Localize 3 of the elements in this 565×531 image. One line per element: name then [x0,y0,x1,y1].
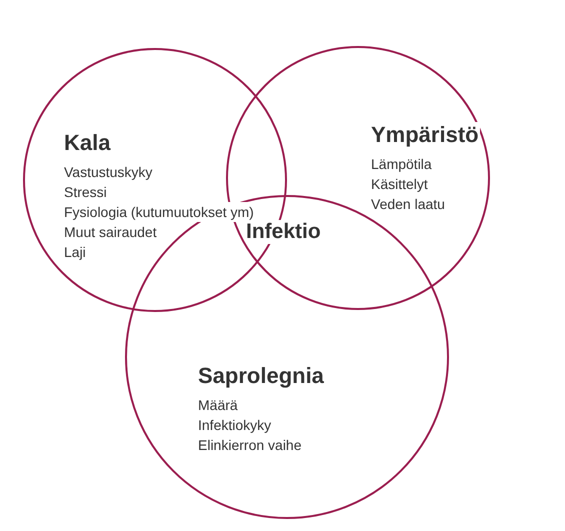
intersection-label: Infektio [246,220,321,244]
circle-heading: Ympäristö [370,122,480,148]
factor-text: Fysiologia (kutumuutokset ym) [63,202,255,222]
